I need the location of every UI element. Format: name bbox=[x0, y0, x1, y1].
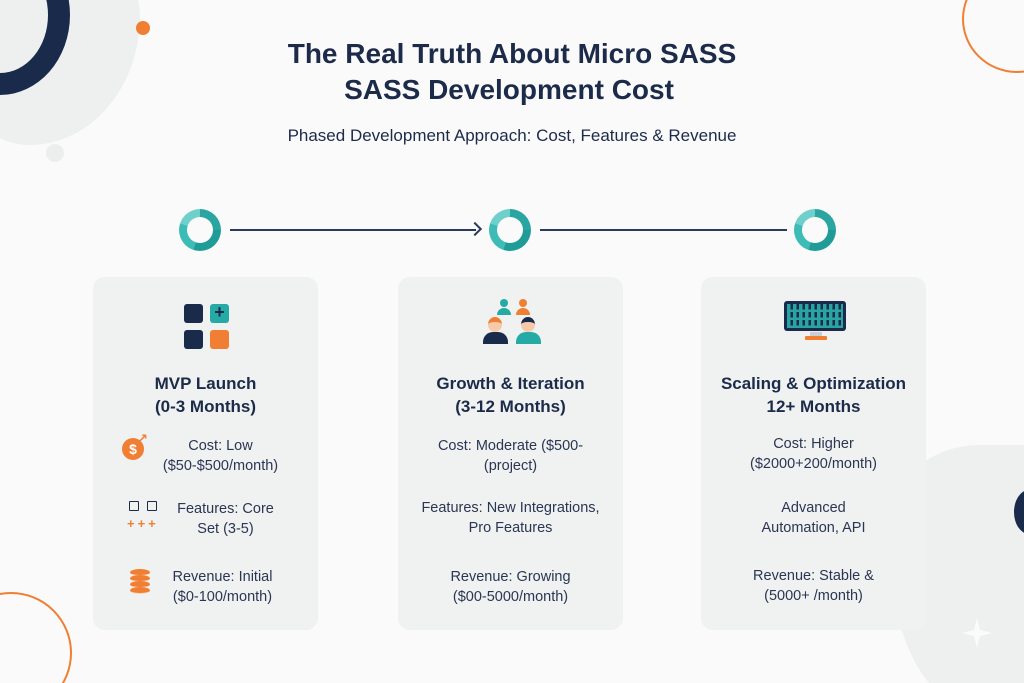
dollar-coin-icon: $ bbox=[122, 428, 148, 460]
revenue-row: Revenue: Initial ($0-100/month) bbox=[93, 567, 318, 607]
page-title: The Real Truth About Micro SASS SASS Dev… bbox=[0, 36, 1024, 108]
phase-title: MVP Launch (0-3 Months) bbox=[154, 374, 257, 416]
title-line-2: SASS Development Cost bbox=[344, 74, 674, 105]
phase-card-growth: Growth & Iteration (3-12 Months) Cost: M… bbox=[398, 277, 623, 630]
orange-dot-decoration bbox=[136, 21, 150, 35]
team-collaboration-icon bbox=[483, 299, 543, 354]
timeline-connector-2 bbox=[540, 229, 787, 231]
phase-3-node-icon bbox=[794, 209, 836, 251]
keyboard-monitor-icon bbox=[784, 301, 846, 343]
grid-plus-icon: + bbox=[184, 303, 229, 349]
title-line-1: The Real Truth About Micro SASS bbox=[287, 38, 737, 69]
coin-stack-icon bbox=[130, 569, 150, 597]
phase-card-scaling: Scaling & Optimization 12+ Months Cost: … bbox=[701, 277, 926, 630]
features-row: Features: New Integrations, Pro Features bbox=[421, 500, 600, 536]
revenue-row: Revenue: Growing ($00-5000/month) bbox=[450, 569, 571, 605]
checkbox-features-icon: +++ bbox=[127, 501, 159, 531]
phase-title: Scaling & Optimization 12+ Months bbox=[720, 374, 907, 416]
cost-row: Cost: Moderate ($500- (project) bbox=[437, 438, 584, 474]
phase-1-node-icon bbox=[179, 209, 221, 251]
phase-2-node-icon bbox=[489, 209, 531, 251]
revenue-row: Revenue: Stable & (5000+ /month) bbox=[753, 568, 874, 604]
cost-row: $ Cost: Low ($50-$500/month) bbox=[93, 428, 318, 476]
cost-row: Cost: Higher ($2000+200/month) bbox=[750, 436, 877, 472]
orange-ring-bottom-left bbox=[0, 592, 72, 683]
navy-dot-decoration bbox=[1014, 490, 1024, 534]
phase-card-mvp: + MVP Launch (0-3 Months) $ Cost: Low ($… bbox=[93, 277, 318, 630]
page-subtitle: Phased Development Approach: Cost, Featu… bbox=[287, 126, 737, 145]
phase-title: Growth & Iteration (3-12 Months) bbox=[436, 374, 585, 416]
features-row: Advanced Automation, API bbox=[761, 500, 866, 536]
timeline-connector-1 bbox=[230, 229, 476, 231]
features-row: +++ Features: Core Set (3-5) bbox=[127, 501, 274, 537]
grey-dot-decoration bbox=[46, 144, 64, 162]
arrow-right-icon bbox=[467, 221, 483, 237]
